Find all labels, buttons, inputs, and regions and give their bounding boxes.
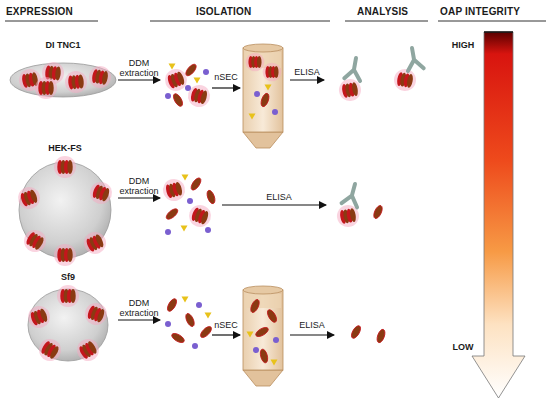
integrity-gradient-arrow: [472, 32, 525, 398]
oap-array: [57, 285, 79, 307]
arrow-label: ELISA: [292, 320, 332, 330]
arrow-label: DDM extraction: [113, 176, 165, 196]
cell-label: HEK-FS: [15, 143, 115, 154]
oap-array: [64, 70, 88, 94]
cell-outline: [15, 143, 115, 263]
scale-label: LOW: [444, 342, 482, 352]
cell-outline: [22, 272, 114, 364]
column-header: EXPRESSION: [6, 7, 101, 17]
elisa-row3: [350, 324, 387, 343]
process-arrows: [118, 80, 334, 335]
oap-array: [87, 64, 112, 89]
cell-label: Sf9: [22, 272, 114, 283]
oap-array: [20, 226, 50, 256]
cell-node: Sf9: [22, 272, 114, 364]
oap-array: [35, 77, 57, 99]
elisa-row2: [335, 182, 384, 229]
oap-array: [73, 335, 103, 365]
arrow-label: nSEC: [206, 320, 246, 330]
scale-label: HIGH: [444, 40, 482, 50]
arrow-label: nSEC: [206, 72, 246, 82]
elisa-row1: [337, 47, 423, 103]
oap-array: [25, 303, 53, 331]
cell-body: [10, 63, 116, 97]
header-rules: [5, 21, 546, 22]
column-header: ISOLATION: [196, 7, 286, 17]
column-header: OAP INTEGRITY: [440, 7, 550, 17]
column-header: ANALYSIS: [357, 7, 437, 17]
cell-node: HEK-FS: [15, 143, 115, 263]
sec-column-row3: [243, 286, 283, 386]
cell-node: DI TNC1: [8, 40, 118, 100]
oap-array: [54, 244, 76, 266]
arrow-label: DDM extraction: [113, 58, 165, 78]
oap-array: [35, 335, 65, 365]
oap-array: [82, 300, 110, 328]
extract-row3: [165, 297, 213, 350]
oap-array: [15, 184, 43, 212]
cell-label: DI TNC1: [8, 40, 118, 51]
arrow-label: DDM extraction: [113, 298, 165, 318]
extract-row1: [162, 63, 213, 110]
integrity-top-cap: [484, 31, 513, 33]
extract-row2: [161, 175, 217, 236]
arrow-label: ELISA: [287, 67, 327, 77]
oap-array: [87, 179, 115, 207]
sec-column-row1: [243, 44, 283, 148]
arrow-label: ELISA: [249, 192, 309, 202]
oap-array: [54, 156, 76, 178]
oap-array: [80, 228, 109, 257]
